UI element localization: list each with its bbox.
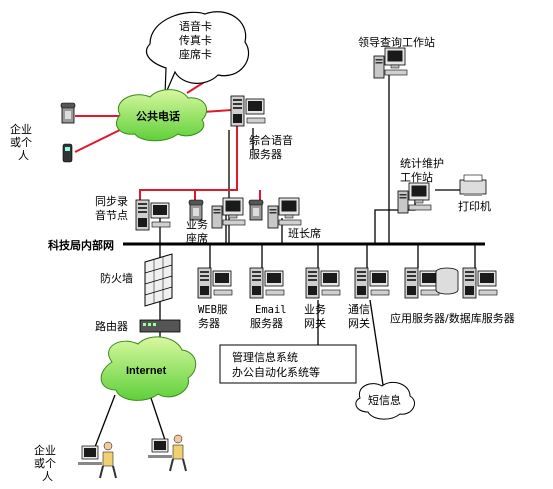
business-gateway-label-1: 业务 — [304, 303, 326, 316]
business-seat-label-2: 座席 — [186, 231, 208, 245]
router-label: 路由器 — [95, 319, 128, 333]
stats-label-2: 工作站 — [400, 170, 433, 184]
sms-cloud: 短信息 — [355, 381, 415, 420]
lan-label: 科技局内部网 — [48, 238, 114, 252]
user-at-computer-icon-1 — [78, 441, 117, 479]
app-server-icon — [404, 267, 440, 299]
comm-gateway-label-2: 网关 — [348, 316, 370, 330]
sync-node-label-2: 音节点 — [95, 208, 128, 222]
shift-seat-label: 班长席 — [288, 226, 321, 240]
comm-gateway-label-1: 通信 — [348, 303, 370, 316]
bubble-line-3: 座席卡 — [179, 47, 212, 61]
database-icon — [435, 267, 459, 295]
business-gateway-icon — [305, 267, 341, 299]
phone-line-3 — [202, 109, 233, 113]
leader-computer-icon — [373, 47, 408, 79]
mis-box: 管理信息系统 办公自动化系统等 — [219, 344, 357, 384]
enterprise-bottom-1: 企业 — [34, 443, 56, 457]
voice-server-label-1: 综合语音 — [249, 133, 293, 147]
stats-computer-icon — [397, 182, 432, 214]
internet-label: Internet — [126, 365, 167, 377]
firewall-icon — [144, 253, 173, 307]
voice-card-bubble: 语音卡 传真卡 座席卡 — [145, 11, 250, 96]
mobile-phone-icon — [62, 143, 73, 163]
enterprise-top-2: 或个 — [10, 136, 32, 149]
business-seat-label-1: 业务 — [186, 218, 208, 231]
sync-node-icon — [135, 199, 171, 231]
bubble-line-2: 传真卡 — [179, 33, 212, 47]
db-server-icon — [462, 267, 498, 299]
router-icon — [139, 319, 181, 333]
printer-label: 打印机 — [458, 199, 491, 213]
comm-gateway-icon — [354, 267, 390, 299]
email-server-label-1: Email — [255, 304, 287, 316]
mis-box-line-2: 办公自动化系统等 — [232, 365, 320, 379]
seat-phone-icon — [188, 199, 204, 221]
public-phone-cloud: 公共电话 — [116, 89, 207, 142]
shift-phone-icon — [248, 199, 264, 221]
firewall-label: 防火墙 — [100, 271, 133, 285]
printer-icon — [459, 174, 487, 196]
voice-red-drop — [139, 125, 238, 200]
voice-server-icon — [230, 95, 266, 127]
user-at-computer-icon-2 — [148, 434, 187, 472]
enterprise-bottom-3: 人 — [42, 470, 53, 483]
internet-cloud: Internet — [100, 336, 197, 401]
email-server-icon — [249, 267, 285, 299]
email-server-label-2: 服务器 — [250, 317, 283, 330]
public-phone-label: 公共电话 — [136, 109, 180, 123]
voice-server-label-2: 服务器 — [249, 148, 282, 161]
sms-label: 短信息 — [368, 393, 401, 407]
web-server-label-1: WEB服 — [198, 304, 228, 316]
mis-box-line-1: 管理信息系统 — [232, 350, 298, 364]
sync-node-label-1: 同步录 — [95, 195, 128, 208]
enterprise-bottom-2: 或个 — [34, 457, 56, 470]
app-db-server-label: 应用服务器/数据库服务器 — [390, 311, 515, 325]
leader-workstation-label: 领导查询工作站 — [358, 35, 435, 49]
enterprise-top-1: 企业 — [10, 122, 32, 136]
seat-computer-icon — [211, 197, 246, 229]
shift-computer-icon — [267, 197, 302, 229]
web-server-icon — [197, 267, 233, 299]
web-server-label-2: 务器 — [198, 317, 220, 330]
desk-phone-icon — [60, 102, 76, 124]
enterprise-top-3: 人 — [18, 149, 29, 162]
bubble-line-1: 语音卡 — [179, 19, 212, 33]
business-gateway-label-2: 网关 — [304, 316, 326, 330]
stats-label-1: 统计维护 — [400, 156, 444, 170]
